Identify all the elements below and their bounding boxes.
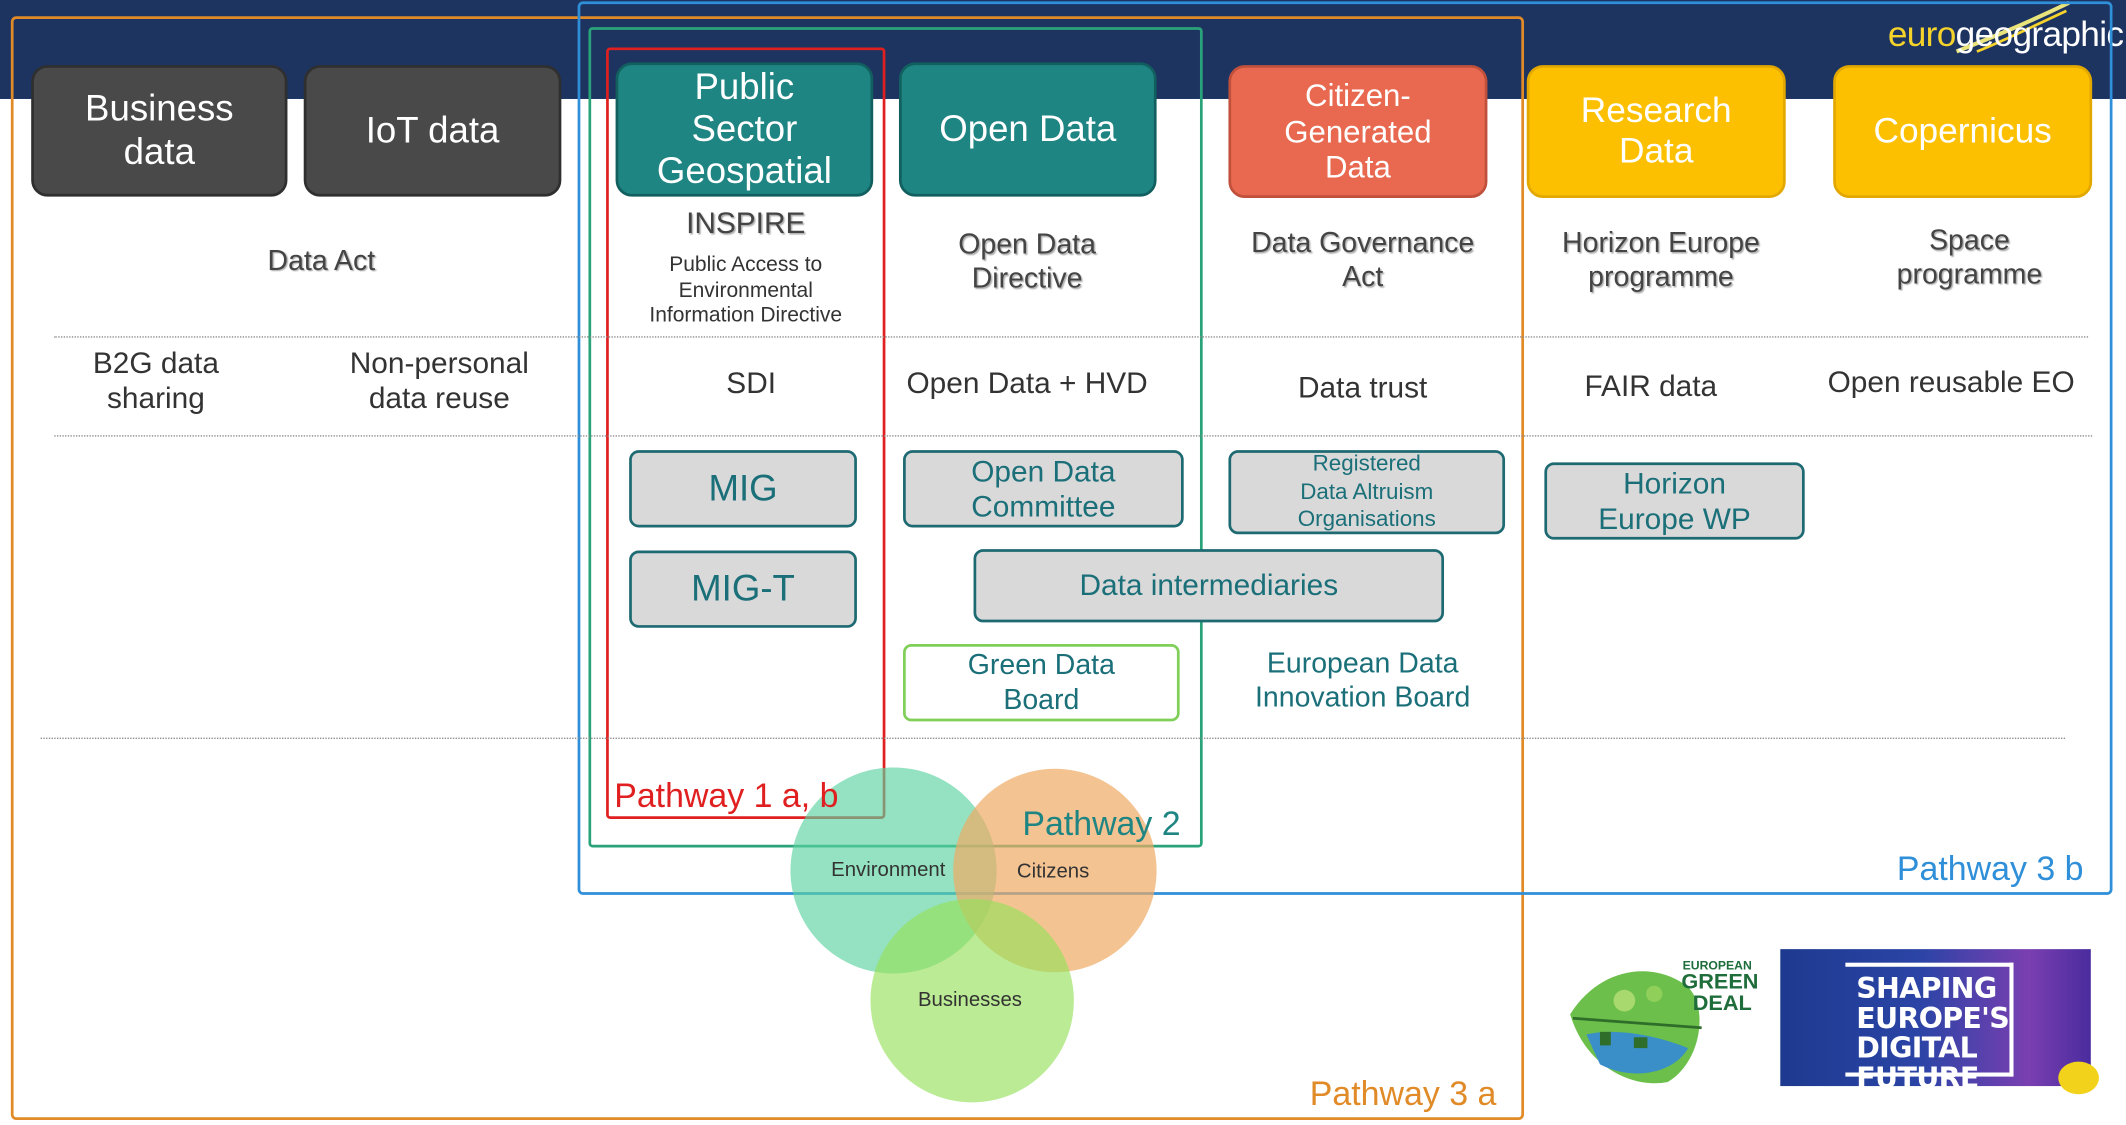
businesses-circle — [870, 898, 1074, 1103]
eurogeographics-logo: eurogeographic — [1887, 13, 2124, 55]
pathway-3b-label: Pathway 3 b — [1896, 850, 2084, 889]
sdi-label: SDI — [726, 366, 777, 400]
data-act-label: Data Act — [267, 245, 376, 277]
digital-future-text: SHAPING EUROPE'S DIGITAL FUTURE — [1856, 972, 2010, 1095]
public-access-directive-label: Public Access to Environmental Informati… — [649, 253, 843, 328]
digital-future-logo: SHAPING EUROPE'S DIGITAL FUTURE — [1780, 949, 2099, 1095]
horizon-europe-wp-box: Horizon Europe WP — [1544, 462, 1805, 540]
pathway-1-frame — [606, 47, 886, 819]
non-personal-data-reuse-label: Non-personal data reuse — [349, 345, 529, 416]
registered-data-altruism-box: Registered Data Altruism Organisations — [1228, 450, 1506, 535]
european-data-innovation-board-label: European Data Innovation Board — [1255, 648, 1471, 714]
row-separator-1 — [54, 336, 2089, 338]
pathway-3b-frame — [577, 1, 2113, 895]
citizen-generated-data-box: Citizen- Generated Data — [1228, 65, 1488, 198]
data-governance-act-label: Data Governance Act — [1251, 227, 1475, 294]
fair-data-label: FAIR data — [1584, 368, 1718, 403]
open-data-directive-label: Open Data Directive — [958, 229, 1096, 295]
data-trust-label: Data trust — [1298, 370, 1428, 405]
businesses-label: Businesses — [917, 988, 1022, 1012]
research-data-box: Research Data — [1526, 65, 1786, 198]
pathway-3a-label: Pathway 3 a — [1309, 1075, 1497, 1114]
row-separator-3 — [40, 737, 2066, 739]
citizens-label: Citizens — [1016, 859, 1090, 883]
mig-box: MIG — [629, 450, 857, 528]
logo-swoosh-icon — [1955, 0, 2070, 54]
pathway-3a-frame — [10, 16, 1525, 1120]
open-data-committee-box: Open Data Committee — [903, 450, 1184, 528]
open-data-hvd-label: Open Data + HVD — [906, 366, 1148, 400]
row-separator-2 — [54, 435, 2093, 437]
b2g-data-sharing-label: B2G data sharing — [92, 345, 219, 416]
green-deal-leaf-icon — [1570, 971, 1702, 1084]
green-deal-logo-text: EUROPEAN GREEN DEAL — [1681, 958, 1759, 1016]
business-data-box: Business data — [31, 65, 288, 197]
mig-t-box: MIG-T — [629, 550, 857, 628]
iot-data-box: IoT data — [303, 65, 562, 197]
horizon-europe-programme-label: Horizon Europe programme — [1562, 227, 1760, 294]
digital-future-accent — [2058, 1061, 2099, 1095]
pathway-1-label: Pathway 1 a, b — [614, 776, 839, 815]
open-reusable-eo-label: Open reusable EO — [1827, 364, 2075, 399]
space-programme-label: Space programme — [1896, 225, 2043, 291]
open-data-box: Open Data — [898, 62, 1157, 197]
digital-future-frame — [1845, 962, 2014, 1077]
copernicus-box: Copernicus — [1833, 65, 2093, 198]
green-data-board-box: Green Data Board — [903, 644, 1180, 722]
environment-label: Environment — [831, 858, 946, 882]
data-intermediaries-box: Data intermediaries — [973, 549, 1445, 623]
public-sector-geospatial-box: Public Sector Geospatial — [615, 62, 874, 197]
pathway-2-label: Pathway 2 — [1022, 805, 1181, 844]
inspire-label: INSPIRE — [686, 206, 806, 240]
